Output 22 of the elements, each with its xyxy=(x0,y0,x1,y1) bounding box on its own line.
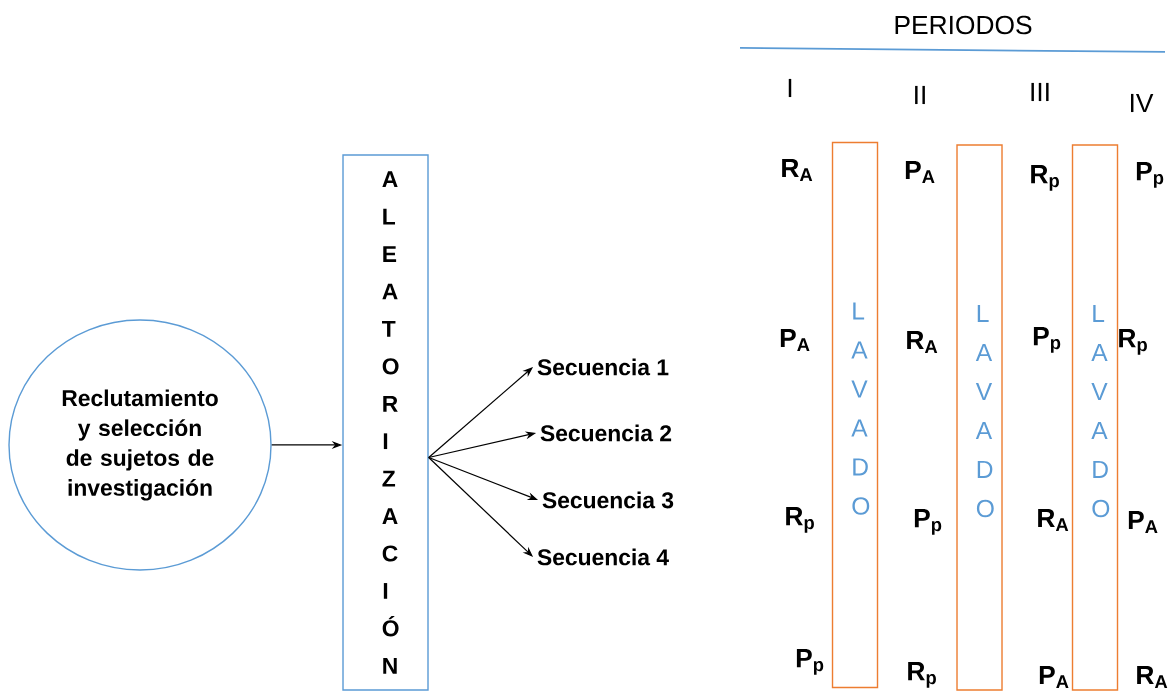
treatment-label: R$_{p}$ xyxy=(1031,165,1059,191)
treatment-label: P$_{p}$ xyxy=(914,509,942,535)
treatment-label: P$_{A}$ xyxy=(905,160,935,184)
washout-box: L A V A D O xyxy=(1071,144,1119,691)
sequence-label: Secuencia 4 xyxy=(537,548,669,566)
treatment-label: R$_{A}$ xyxy=(1038,508,1069,532)
randomization-box: A L E A T O R I Z A C I Ó N xyxy=(342,154,429,691)
washout-box: L A V A D O xyxy=(956,144,1003,691)
treatment-label: P$_{A}$ xyxy=(1039,665,1069,689)
period-label: IV xyxy=(1131,93,1154,113)
treatment-label: P$_{p}$ xyxy=(1033,327,1061,353)
period-label: III xyxy=(1031,82,1049,102)
sequence-label: Secuencia 3 xyxy=(542,491,674,509)
heading: PERIODOS xyxy=(895,15,1032,35)
circle-node: Reclutamiento y selección de sujetos de investigación xyxy=(8,319,272,571)
treatment-label: R$_{A}$ xyxy=(907,330,938,354)
period-label: I xyxy=(788,78,792,98)
sequence-label: Secuencia 1 xyxy=(537,358,669,376)
treatment-label: R$_{p}$ xyxy=(908,662,936,688)
period-label: II xyxy=(915,85,925,105)
sequence-label: Secuencia 2 xyxy=(540,424,672,442)
washout-box: L A V A D O xyxy=(831,141,879,689)
